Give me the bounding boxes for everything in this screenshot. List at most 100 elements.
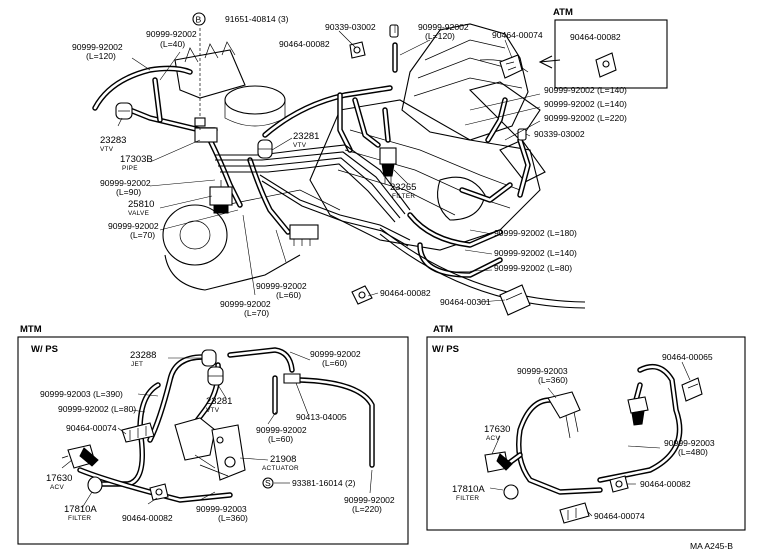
label-17303b: 17303B — [120, 154, 153, 165]
label-90999-92002-l40: 90999-92002 — [146, 29, 197, 39]
atm-inset-title: ATM — [553, 7, 573, 18]
label-23281-mtm-vtv: VTV — [206, 407, 220, 414]
label-l90: (L=90) — [116, 187, 141, 197]
label-90464-00074-mtm: 90464-00074 — [66, 423, 117, 433]
label-l60-mtm-top: (L=60) — [322, 358, 347, 368]
label-17630-atm-acv: ACV — [486, 435, 500, 442]
bolt-91651-drawing — [194, 28, 206, 130]
clip-90464-00065-drawing — [681, 377, 703, 402]
sensor-atm-drawing — [627, 396, 649, 426]
pipe-17303b-drawing — [194, 127, 218, 143]
acv-17630-mtm-drawing — [61, 444, 99, 469]
label-90999-92002-l80-mtm: 90999-92002 (L=80) — [58, 404, 136, 414]
label-23281-top-vtv: VTV — [293, 142, 307, 149]
vtv-23281-drawing — [257, 139, 273, 159]
label-90999-92002-l60-mtm-top: 90999-92002 — [310, 349, 361, 359]
filter-17810a-mtm-drawing — [87, 476, 103, 494]
label-90464-00301: 90464-00301 — [440, 297, 491, 307]
label-90464-00065: 90464-00065 — [662, 352, 713, 362]
atm-inset: ATM — [538, 7, 668, 89]
label-23281-top: 23281 — [293, 131, 319, 142]
vsv-small-drawing — [289, 224, 319, 246]
label-90999-92003-l390: 90999-92003 (L=390) — [40, 389, 123, 399]
label-17630-atm: 17630 — [484, 424, 510, 435]
label-21908-actuator: ACTUATOR — [262, 465, 299, 472]
atm-hoses — [502, 363, 683, 495]
reference-code: MA A245-B — [690, 541, 733, 551]
label-90999-92002-l120-left: 90999-92002 — [72, 42, 123, 52]
label-90999-92002-l180: 90999-92002 (L=180) — [494, 228, 577, 238]
label-s-circle: S — [265, 478, 271, 488]
label-l360-atm: (L=360) — [538, 375, 568, 385]
label-25810: 25810 — [128, 199, 154, 210]
label-17303b-pipe: PIPE — [122, 165, 138, 172]
label-90999-92002-l70-bottom: 90999-92002 — [220, 299, 271, 309]
label-90464-00082-bottom: 90464-00082 — [380, 288, 431, 298]
clip-90464-00082-atm-drawing — [609, 475, 629, 493]
label-23288: 23288 — [130, 350, 156, 361]
clip-90464-00082-mtm-drawing — [149, 483, 169, 501]
clip-90464-00074-drawing — [499, 54, 523, 79]
label-l220-mtm: (L=220) — [352, 504, 382, 514]
tee-90413-drawing — [283, 373, 301, 384]
label-l70-left: (L=70) — [130, 230, 155, 240]
label-l120-top: (L=120) — [425, 31, 455, 41]
label-90999-92002-l60-center: 90999-92002 — [256, 281, 307, 291]
b-circle-letter: B — [196, 15, 202, 25]
label-90464-00082-inset: 90464-00082 — [570, 32, 621, 42]
mtm-section: MTM W/ PS — [17, 324, 409, 545]
mtm-title: MTM — [20, 324, 42, 335]
mtm-wps-title: W/ PS — [31, 344, 58, 355]
clip-90464-00074-mtm-drawing — [121, 422, 155, 443]
jet-23288-drawing — [201, 349, 217, 367]
label-90464-00082-atm: 90464-00082 — [640, 479, 691, 489]
label-23288-jet: JET — [131, 361, 143, 368]
label-23283: 23283 — [100, 135, 126, 146]
engine-routing-view: ATM B — [72, 7, 668, 318]
label-17630-mtm-acv: ACV — [50, 484, 64, 491]
atm-components — [484, 377, 703, 524]
label-23283-vtv: VTV — [100, 146, 114, 153]
label-90464-00082-mtm: 90464-00082 — [122, 513, 173, 523]
label-90999-92002-l140-c: 90999-92002 (L=140) — [494, 248, 577, 258]
screw-93381-drawing — [262, 477, 274, 489]
actuator-21908-drawing — [174, 417, 246, 481]
label-90999-92002-l90: 90999-92002 — [100, 178, 151, 188]
label-l40: (L=40) — [160, 39, 185, 49]
label-90413-04005: 90413-04005 — [296, 412, 347, 422]
label-90999-92002-l120-top: 90999-92002 — [418, 22, 469, 32]
atm-wps-title: W/ PS — [432, 344, 459, 355]
label-90999-92002-l80-top: 90999-92002 (L=80) — [494, 263, 572, 273]
label-l480: (L=480) — [678, 447, 708, 457]
vtv-23281-mtm-drawing — [207, 366, 224, 386]
label-21908: 21908 — [270, 454, 296, 465]
label-90999-92003-l360-mtm: 90999-92003 — [196, 504, 247, 514]
label-90999-92002-l140-a: 90999-92002 (L=140) — [544, 85, 627, 95]
label-90999-92002-l70-left: 90999-92002 — [108, 221, 159, 231]
clip-90339-03002-drawing — [389, 24, 399, 38]
label-90339-03002-top: 90339-03002 — [325, 22, 376, 32]
mtm-components — [61, 349, 301, 501]
label-l70-bottom: (L=70) — [244, 308, 269, 318]
vtv-23283-drawing — [115, 102, 133, 120]
label-l120-left: (L=120) — [86, 51, 116, 61]
label-90464-00074-atm: 90464-00074 — [594, 511, 645, 521]
b-circle-mark — [192, 12, 206, 26]
vsv-atm-drawing — [547, 391, 581, 439]
label-90464-00082-top: 90464-00082 — [279, 39, 330, 49]
label-90999-92003-l360-atm: 90999-92003 — [517, 366, 568, 376]
label-90999-92002-l220-mtm: 90999-92002 — [344, 495, 395, 505]
label-17810a-atm: 17810A — [452, 484, 485, 495]
label-90999-92002-l60-mtm-mid: 90999-92002 — [256, 425, 307, 435]
label-90999-92003-l480: 90999-92003 — [664, 438, 715, 448]
valve-25810-drawing — [209, 180, 233, 214]
clip-90464-00301-drawing — [499, 284, 531, 316]
top-leader-lines — [117, 25, 541, 303]
clip-90464-00082-bottom-drawing — [351, 285, 373, 305]
label-25810-valve: VALVE — [128, 210, 149, 217]
label-17810a-mtm: 17810A — [64, 504, 97, 515]
label-l60-mtm-mid: (L=60) — [268, 434, 293, 444]
filter-17810a-atm-drawing — [503, 484, 519, 500]
label-l360-mtm: (L=360) — [218, 513, 248, 523]
